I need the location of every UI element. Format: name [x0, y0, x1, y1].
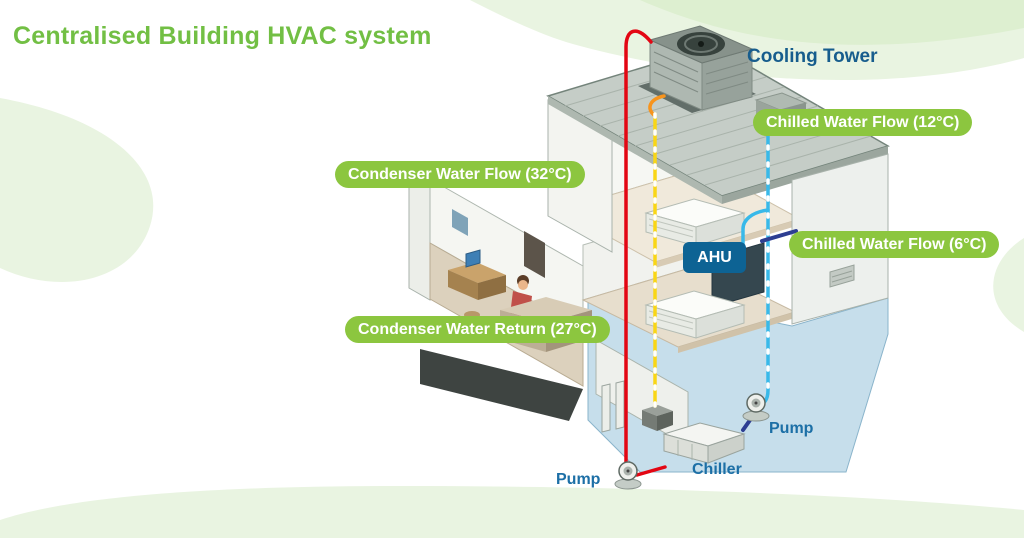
riser-pipe-2 [615, 380, 625, 430]
wall-vent-lines [831, 270, 853, 283]
person-head [518, 280, 528, 290]
office-wall-art [452, 209, 468, 236]
condenser-return-pipe-orange [648, 94, 666, 117]
desk-side [478, 275, 506, 300]
lower-floor-edge [678, 312, 795, 353]
pump-right-label: Pump [769, 420, 814, 437]
ahu-badge: AHU [683, 242, 746, 273]
chiller-label: Chiller [692, 461, 742, 478]
label-condenser-water-return-27: Condenser Water Return (27°C) [345, 316, 610, 343]
duct-lower-side [695, 304, 745, 339]
cooling-tower-label: Cooling Tower [747, 46, 878, 67]
chilled-water-pipe-blue [760, 229, 798, 243]
roof-edge-left [548, 96, 722, 204]
fan-ring [684, 35, 718, 53]
swoosh-top-accent [640, 0, 1024, 45]
office-dark-base [420, 349, 583, 421]
pump-bottom-hub [626, 469, 630, 473]
pump-bottom-label: Pump [556, 471, 601, 488]
cooling-tower-louvres [653, 51, 749, 95]
label-chilled-water-flow-12: Chilled Water Flow (12°C) [753, 109, 973, 136]
wall-vent [829, 264, 855, 288]
laptop-screen [465, 249, 481, 268]
pump-bottom [614, 461, 642, 490]
pump-right-hub [754, 401, 758, 405]
label-chilled-water-flow-6: Chilled Water Flow (6°C) [789, 231, 1000, 258]
roof [546, 45, 890, 204]
desk-front [448, 270, 478, 300]
riser-pipe-1 [601, 383, 611, 433]
office-doorway [524, 231, 545, 278]
label-condenser-water-flow-32: Condenser Water Flow (32°C) [335, 161, 585, 188]
fan-hub [698, 41, 704, 47]
condensate-box [642, 405, 673, 431]
condenser-water-pipe-red [624, 29, 653, 467]
condensate-box-side [657, 411, 673, 431]
red-pipe-to-chiller [635, 465, 667, 477]
desk-top [448, 262, 506, 283]
pump-right [742, 393, 770, 422]
chiller-unit [662, 422, 746, 464]
chiller-seams [677, 440, 693, 460]
swoosh-bottom [0, 486, 1024, 538]
condensate-box-top [642, 405, 673, 416]
swoosh-right-mid [993, 238, 1024, 332]
cyan-branch-to-ahu [741, 208, 770, 254]
ahu-unit [644, 198, 765, 339]
swoosh-left [0, 98, 154, 282]
page-title: Centralised Building HVAC system [13, 22, 432, 50]
roof-edge-right [722, 146, 888, 204]
chiller-side [707, 433, 745, 464]
condensate-box-front [642, 410, 657, 431]
